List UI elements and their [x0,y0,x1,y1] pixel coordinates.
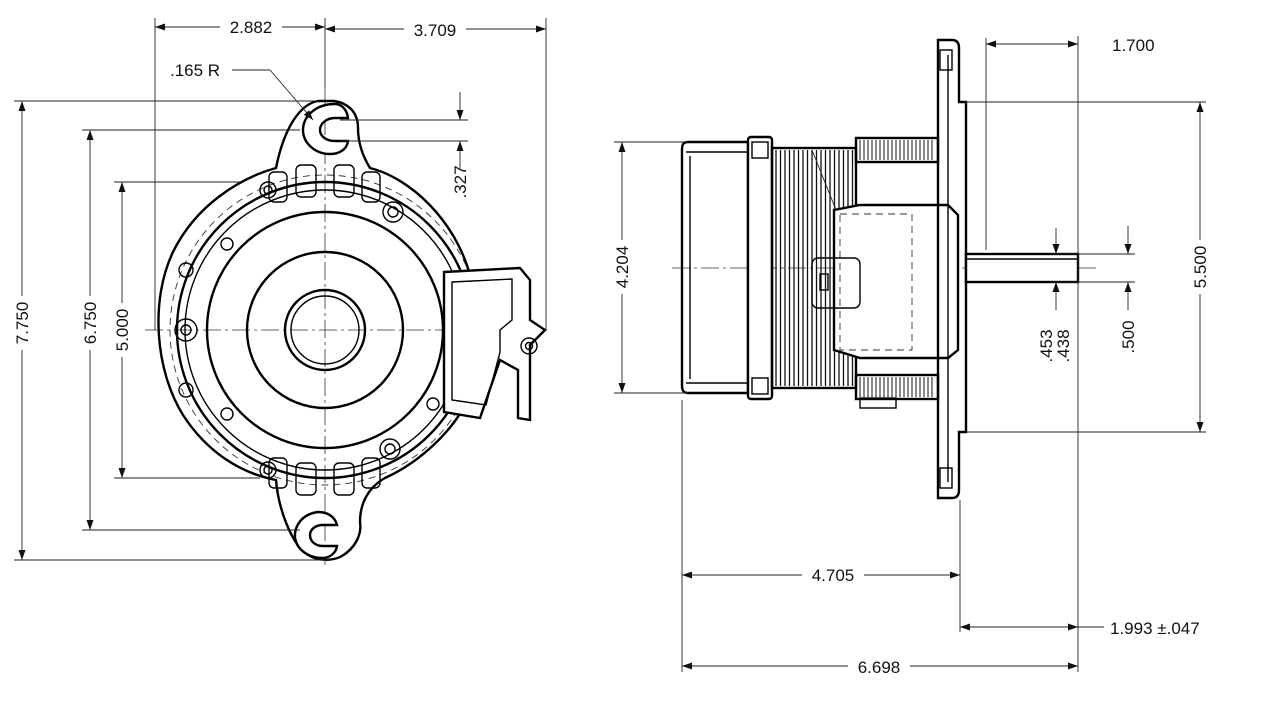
dim-body-height: 5.000 [113,309,132,352]
dim-slot-radius: .165 R [170,61,220,80]
dim-flange-to-shaft-end: 1.993 ±.047 [1110,619,1200,638]
dim-width-left: 2.882 [230,18,273,37]
dim-slot-offset: .327 [451,165,470,198]
dim-body-length: 4.705 [812,566,855,585]
dim-shaft-dia-b: .438 [1054,329,1073,362]
dim-flange-height: 5.500 [1191,246,1210,289]
side-dimensions: 1.700 4.204 5.500 .453 .438 .500 4.705 1… [611,36,1211,677]
front-view [145,88,548,565]
shaft [964,252,1080,284]
dim-width-right: 3.709 [414,21,457,40]
vent-slots-top [268,164,381,203]
dim-overall-length: 6.698 [858,658,901,677]
bolt-bosses [174,181,440,479]
dim-shaft-flat: .500 [1119,320,1138,353]
side-view [672,38,1098,500]
dim-mount-height: 6.750 [81,302,100,345]
end-cap [680,140,750,395]
dim-shaft-length: 1.700 [1112,36,1155,55]
dim-body-diameter: 4.204 [613,246,632,289]
bracket-fin-lines [859,140,933,397]
terminal-box [442,266,547,422]
vent-slots-bottom [268,457,381,496]
dim-overall-height: 7.750 [13,302,32,345]
front-dimensions: 2.882 3.709 .165 R 7.750 6.750 5.000 [11,16,547,561]
dim-shaft-dia-a: .453 [1037,329,1056,362]
